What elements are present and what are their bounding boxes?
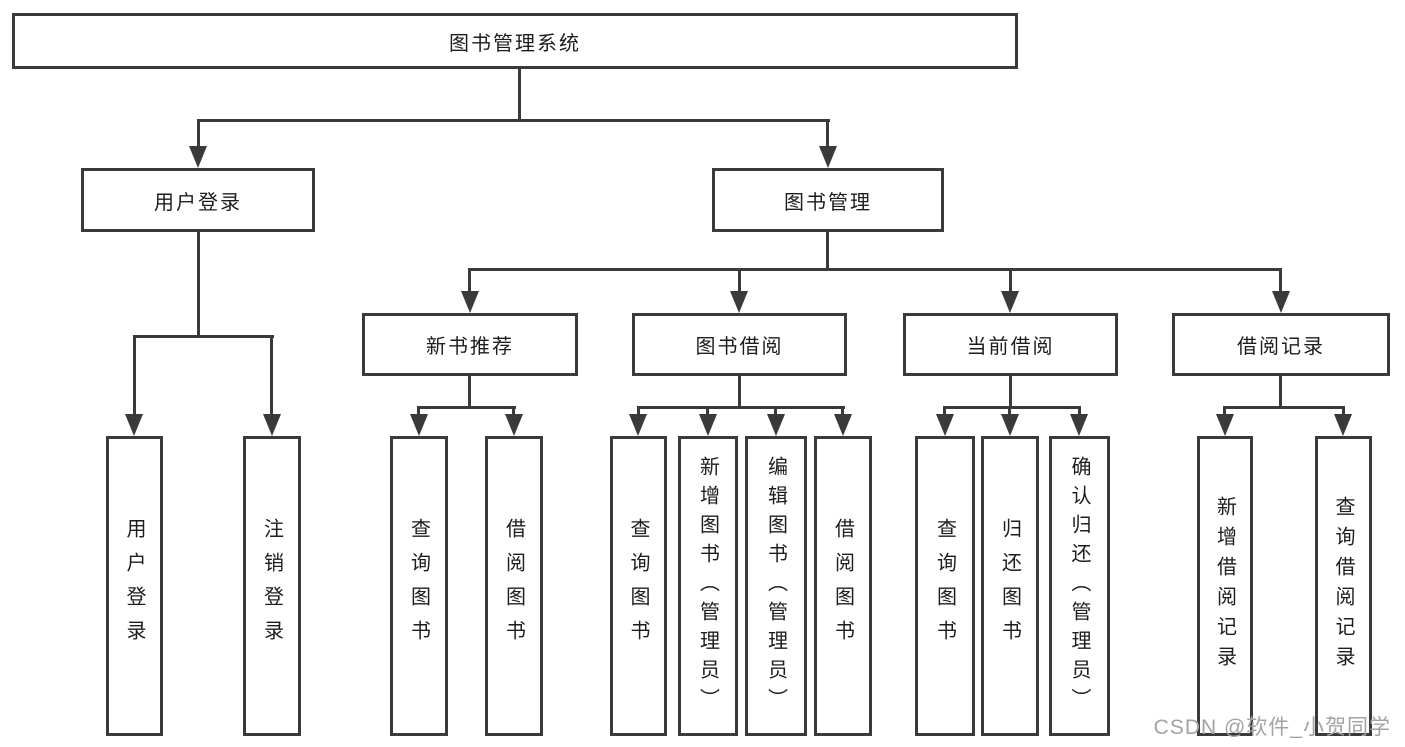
leaf-label: 借阅图书 — [502, 518, 525, 654]
arrow-down-icon — [1272, 291, 1290, 313]
connector-line — [738, 376, 741, 407]
arrow-down-icon — [461, 291, 479, 313]
node-borrow-record-label: 借阅记录 — [1237, 336, 1325, 358]
node-leaf-add-book-admin: 新增图书（管理员） — [678, 436, 738, 736]
node-leaf-confirm-return-admin: 确认归还（管理员） — [1049, 436, 1110, 736]
connector-line — [1009, 376, 1012, 407]
node-borrow-record: 借阅记录 — [1172, 313, 1390, 376]
node-current-borrow: 当前借阅 — [903, 313, 1118, 376]
arrow-down-icon — [1001, 414, 1019, 436]
connector-line — [1008, 406, 1011, 417]
connector-line — [418, 406, 516, 409]
connector-line — [270, 335, 273, 416]
leaf-label: 查询图书 — [933, 518, 956, 654]
arrow-down-icon — [699, 414, 717, 436]
node-new-book-recommend-label: 新书推荐 — [426, 336, 514, 358]
arrow-down-icon — [1216, 414, 1234, 436]
leaf-label: 新增借阅记录 — [1213, 496, 1236, 676]
arrow-down-icon — [189, 146, 207, 168]
leaf-label: 确认归还（管理员） — [1068, 455, 1090, 717]
connector-line — [133, 335, 274, 338]
connector-line — [417, 406, 420, 417]
connector-line — [518, 68, 521, 120]
connector-line — [774, 406, 777, 417]
leaf-label: 归还图书 — [998, 518, 1021, 654]
node-leaf-borrow-book: 借阅图书 — [814, 436, 872, 736]
leaf-label: 用户登录 — [123, 518, 145, 654]
leaf-label: 新增图书（管理员） — [696, 455, 719, 717]
leaf-label: 编辑图书（管理员） — [764, 455, 787, 717]
arrow-down-icon — [125, 414, 143, 436]
leaf-label: 注销登录 — [260, 518, 283, 654]
node-leaf-query-book-borrow: 查询图书 — [610, 436, 667, 736]
node-leaf-return-book: 归还图书 — [981, 436, 1039, 736]
connector-line — [468, 376, 471, 407]
connector-line — [197, 232, 200, 336]
connector-line — [826, 119, 829, 149]
connector-line — [512, 406, 515, 417]
node-leaf-edit-book-admin: 编辑图书（管理员） — [745, 436, 807, 736]
leaf-label: 查询图书 — [407, 518, 430, 654]
node-leaf-borrow-book-recommend: 借阅图书 — [485, 436, 543, 736]
node-user-login-label: 用户登录 — [154, 191, 242, 214]
connector-line — [943, 406, 1080, 409]
arrow-down-icon — [936, 414, 954, 436]
node-root: 图书管理系统 — [12, 13, 1018, 69]
arrow-down-icon — [263, 414, 281, 436]
leaf-label: 查询借阅记录 — [1332, 496, 1354, 676]
csdn-watermark: CSDN @软件_小贺同学 — [1153, 716, 1391, 739]
arrow-down-icon — [1001, 291, 1019, 313]
connector-line — [1009, 268, 1012, 294]
node-leaf-query-book-recommend: 查询图书 — [390, 436, 448, 736]
connector-line — [468, 268, 471, 294]
connector-line — [468, 268, 1282, 271]
arrow-down-icon — [629, 414, 647, 436]
arrow-down-icon — [410, 414, 428, 436]
leaf-label: 查询图书 — [627, 518, 649, 654]
node-leaf-query-borrow-record: 查询借阅记录 — [1315, 436, 1372, 736]
connector-line — [738, 268, 741, 294]
node-book-management: 图书管理 — [712, 168, 944, 232]
connector-line — [1279, 376, 1282, 407]
node-user-login: 用户登录 — [81, 168, 315, 232]
node-current-borrow-label: 当前借阅 — [966, 336, 1055, 358]
connector-line — [1223, 406, 1226, 417]
arrow-down-icon — [834, 414, 852, 436]
node-root-label: 图书管理系统 — [449, 32, 581, 55]
node-book-management-label: 图书管理 — [784, 191, 872, 214]
connector-line — [1224, 406, 1345, 409]
node-leaf-user-login: 用户登录 — [106, 436, 163, 736]
arrow-down-icon — [767, 414, 785, 436]
connector-line — [637, 406, 640, 417]
node-book-borrow: 图书借阅 — [632, 313, 847, 376]
connector-line — [1342, 406, 1345, 417]
arrow-down-icon — [1334, 414, 1352, 436]
connector-line — [841, 406, 844, 417]
node-new-book-recommend: 新书推荐 — [362, 313, 578, 376]
connector-line — [637, 406, 845, 409]
connector-line — [1279, 268, 1282, 294]
connector-line — [133, 335, 136, 416]
node-leaf-logout: 注销登录 — [243, 436, 301, 736]
connector-line — [943, 406, 946, 417]
leaf-label: 借阅图书 — [831, 518, 854, 654]
connector-line — [197, 119, 200, 149]
connector-line — [197, 119, 830, 122]
node-book-borrow-label: 图书借阅 — [695, 336, 784, 358]
node-leaf-add-borrow-record: 新增借阅记录 — [1197, 436, 1253, 736]
connector-line — [826, 232, 829, 269]
node-leaf-query-book-current: 查询图书 — [915, 436, 975, 736]
connector-line — [706, 406, 709, 417]
arrow-down-icon — [730, 291, 748, 313]
connector-line — [1078, 406, 1081, 417]
arrow-down-icon — [1070, 414, 1088, 436]
arrow-down-icon — [505, 414, 523, 436]
arrow-down-icon — [819, 146, 837, 168]
